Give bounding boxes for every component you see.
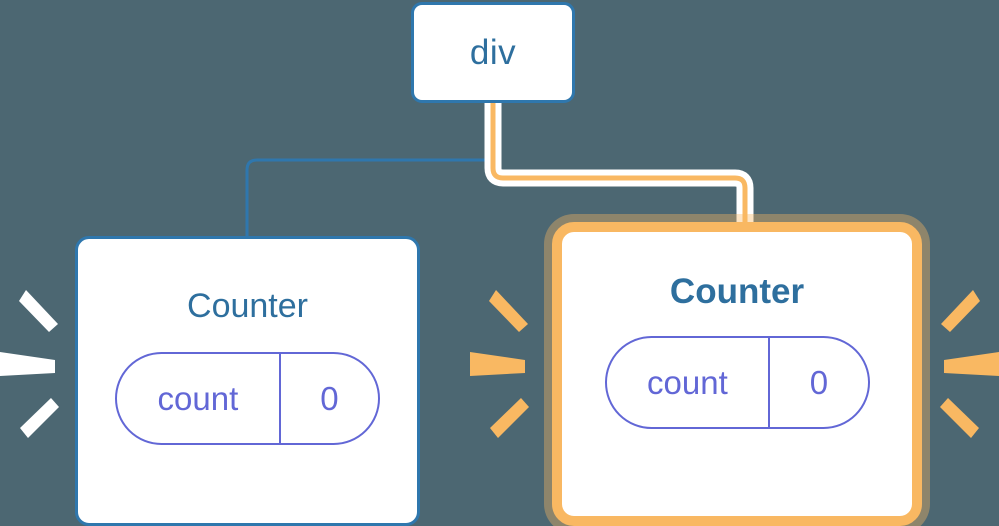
node-counter-right-title: Counter — [669, 272, 805, 311]
node-counter-left-title: Counter — [187, 287, 308, 325]
connector-div-to-counter-right — [490, 103, 748, 232]
prop-key-label: count — [647, 364, 728, 401]
prop-pill-count-left[interactable]: count 0 — [115, 352, 380, 445]
node-counter-right[interactable]: Counter count 0 — [552, 222, 922, 526]
node-div[interactable]: div — [411, 2, 575, 103]
node-counter-left[interactable]: Counter count 0 — [75, 236, 420, 526]
prop-key-label: count — [157, 380, 239, 417]
prop-pill-count-right[interactable]: count 0 — [604, 336, 870, 429]
node-div-label: div — [469, 33, 517, 72]
connector-div-to-counter-left — [245, 103, 495, 238]
connector-layer — [245, 103, 754, 238]
connector-div-to-counter-right-halo — [484, 103, 754, 232]
prop-value-label: 0 — [278, 354, 378, 443]
prop-value-label: 0 — [768, 338, 867, 427]
